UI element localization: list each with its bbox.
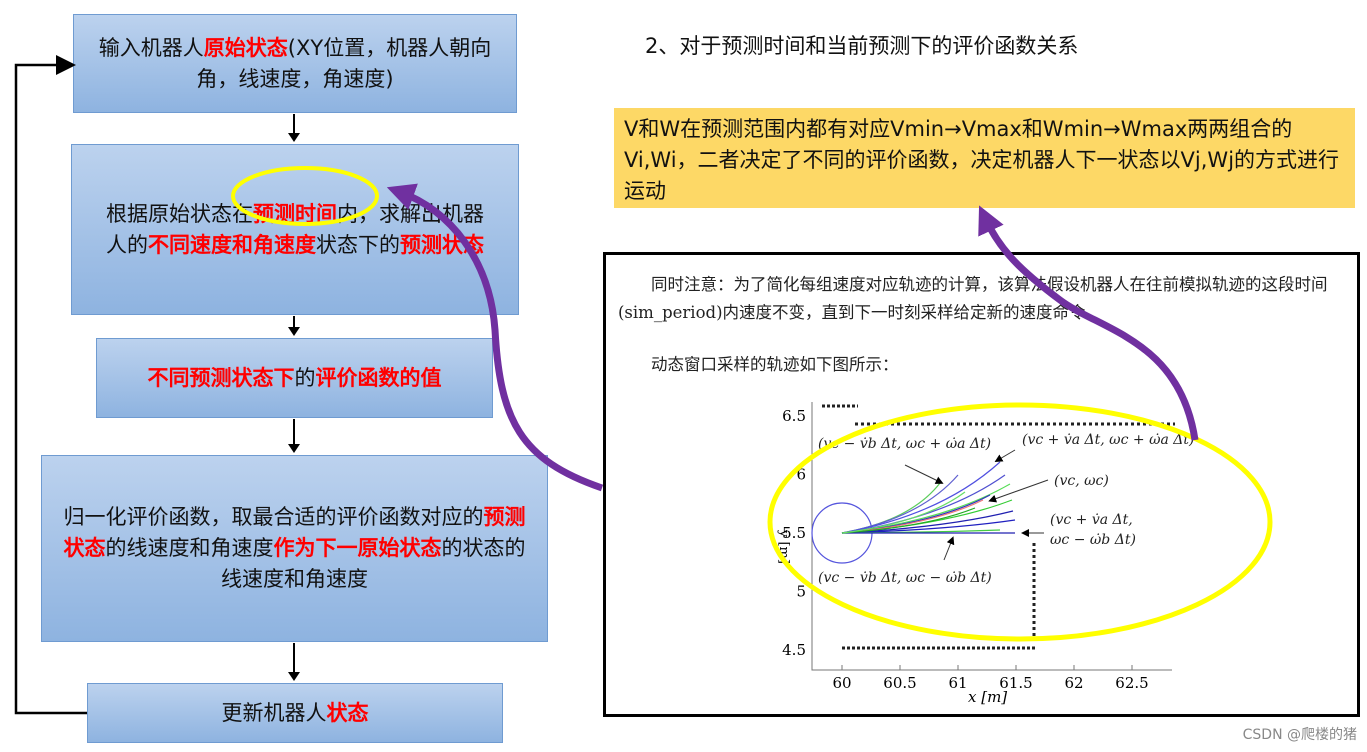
y-tick-label: 5.5 — [782, 524, 806, 542]
flow-arrow — [288, 419, 300, 453]
y-tick-label: 6.5 — [782, 407, 806, 425]
section-title: 2、对于预测时间和当前预测下的评价函数关系 — [645, 34, 1079, 58]
watermark: CSDN @爬楼的猪 — [1242, 727, 1357, 743]
y-tick-label: 4.5 — [782, 641, 806, 659]
text: 状态下的 — [316, 232, 400, 257]
purple-arrow-to-predict-time — [386, 183, 604, 492]
flow-box-normalize: 归一化评价函数，取最合适的评价函数对应的预测状态的线速度和角速度作为下一原始状态… — [41, 455, 548, 642]
x-tick-label: 60 — [832, 674, 851, 692]
flow-box-predict-state: 根据原始状态在预测时间内，求解出机器人的不同速度和角速度状态下的预测状态 — [71, 144, 519, 315]
flow-box-evaluation-value: 不同预测状态下的评价函数的值 — [96, 338, 493, 418]
x-tick-label: 61.5 — [999, 674, 1032, 692]
text: 的 — [294, 365, 316, 390]
feedback-loop-arrow — [14, 55, 87, 715]
text: 输入机器人 — [98, 35, 204, 60]
paragraph: 动态窗口采样的轨迹如下图所示： — [651, 355, 899, 374]
text: (XY位置，机器人朝向角，线速度，角速度) — [196, 35, 492, 91]
highlight-text: 预测状态 — [63, 505, 526, 560]
highlight-text: 状态 — [326, 700, 369, 725]
x-tick-label: 60.5 — [883, 674, 916, 692]
plot-axes — [811, 402, 1172, 671]
label-a: (vc − v̇b Δt, ωc + ω̇a Δt) — [818, 436, 991, 452]
x-tick-label: 62 — [1064, 674, 1083, 692]
trajectory-line — [841, 519, 1016, 534]
flow-arrow — [288, 643, 300, 681]
paragraph: 同时注意：为了简化每组速度对应轨迹的计算，该算法假设机器人在往前模拟轨迹的这段时… — [618, 275, 1328, 322]
highlight-text: 不同预测状态下 — [147, 365, 295, 390]
sampled-trajectories — [841, 461, 1016, 534]
label-b: (vc + v̇a Δt, ωc + ω̇a Δt) — [1022, 432, 1194, 448]
y-tick-label: 5 — [796, 583, 806, 601]
x-axis-label: x [m] — [968, 688, 1007, 706]
text: 归一化评价函数，取最合适的评价函数对应的 — [63, 505, 484, 529]
highlight-text: 评价函数的值 — [315, 365, 442, 390]
label-c: (vc, ωc) — [1054, 473, 1109, 489]
note-box: V和W在预测范围内都有对应Vmin→Vmax和Wmin→Wmax两两组合的Vi,… — [614, 108, 1355, 208]
highlight-ellipse-plot — [767, 402, 1273, 642]
label-d2: ωc − ω̇b Δt) — [1050, 532, 1136, 548]
trajectory-line — [841, 510, 1014, 534]
obstacle-points — [822, 404, 1175, 650]
highlight-text: 作为下一原始状态 — [273, 536, 442, 560]
x-tick-label: 61 — [948, 674, 967, 692]
text: 的状态的线速度和角速度 — [221, 536, 526, 591]
label-e: (vc − v̇b Δt, ωc − ω̇b Δt) — [818, 570, 992, 586]
trajectory-line — [841, 461, 1001, 534]
trajectory-line — [841, 507, 976, 534]
flow-arrow — [288, 316, 300, 336]
flow-box-input-state: 输入机器人原始状态(XY位置，机器人朝向角，线速度，角速度) — [73, 14, 517, 113]
trajectory-line — [841, 491, 966, 534]
highlight-text: 不同速度和角速度 — [148, 232, 316, 257]
y-tick-label: 6 — [796, 466, 806, 484]
label-d1: (vc + v̇a Δt, — [1050, 512, 1133, 528]
flow-arrow — [288, 114, 300, 142]
highlight-text: 原始状态 — [203, 35, 288, 60]
text: 的线速度和角速度 — [105, 536, 274, 560]
x-tick-label: 62.5 — [1115, 674, 1148, 692]
flow-box-update-state: 更新机器人状态 — [87, 683, 503, 743]
text: 根据原始状态在 — [106, 201, 253, 226]
purple-arrow-to-note — [978, 205, 1199, 441]
highlight-ellipse-predict-time — [231, 166, 379, 226]
text: 更新机器人 — [221, 700, 327, 725]
